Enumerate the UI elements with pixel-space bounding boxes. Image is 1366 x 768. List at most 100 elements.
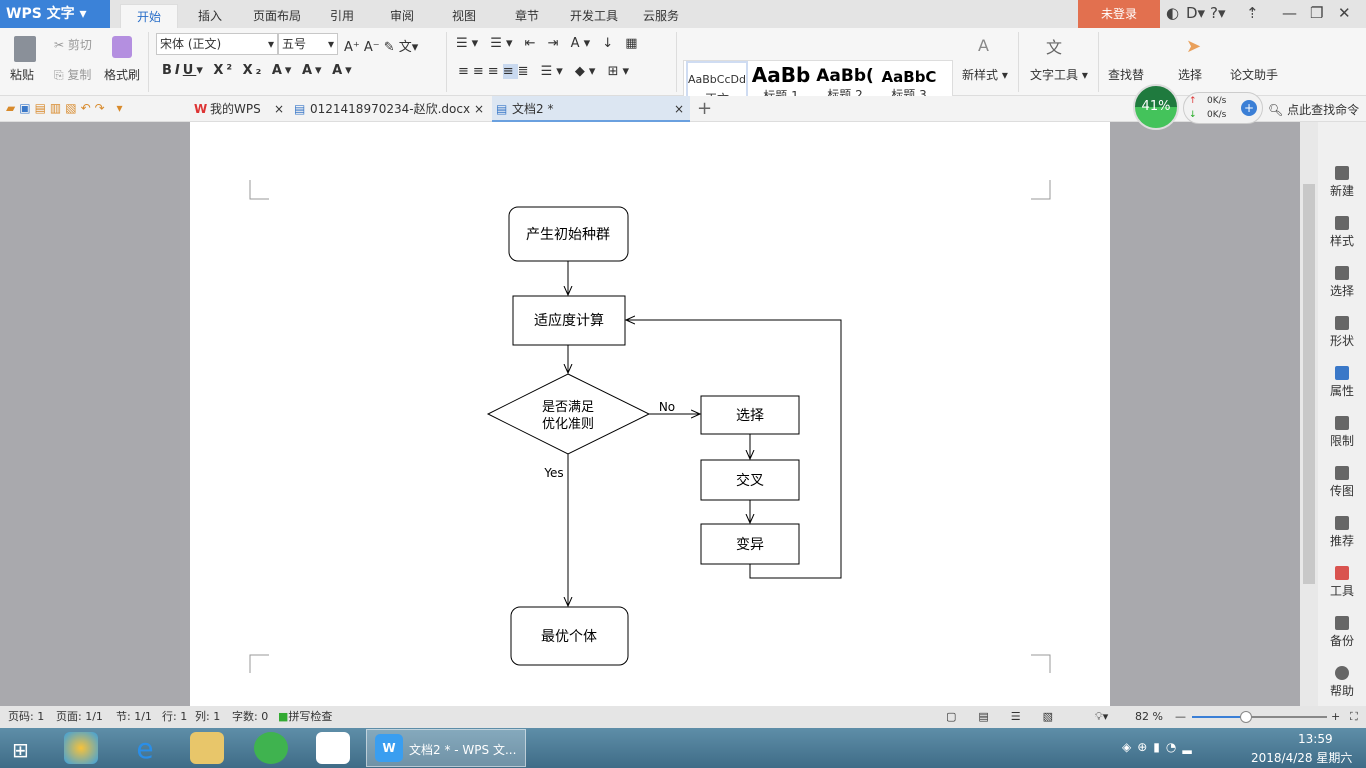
scrollbar-thumb[interactable]	[1303, 184, 1315, 584]
list-buttons[interactable]: ☰▾ ☰▾ ⇤ ⇥ A▾ ↓ ▦	[456, 36, 642, 51]
section-indicator: 节: 1/1	[116, 710, 152, 723]
mutation-label: 变异	[736, 537, 764, 553]
word-count[interactable]: 字数: 0	[232, 710, 269, 723]
paste-button[interactable]: 粘贴	[10, 68, 35, 82]
doc-tab-docx[interactable]: ▤0121418970234-赵欣.docx×	[294, 102, 484, 116]
fitness-node[interactable]	[512, 295, 626, 346]
format-painter-button[interactable]: 格式刷	[104, 68, 141, 82]
command-search[interactable]: 🔍︎ 点此查找命令	[1268, 103, 1360, 117]
sidebar-item-shape[interactable]: 形状	[1318, 308, 1366, 358]
baidu-netdisk-icon[interactable]	[316, 732, 350, 764]
right-sidebar: 新建 样式 选择 形状 属性 限制 传图 推荐 工具 备份 帮助	[1318, 122, 1366, 706]
focus-mode-icon[interactable]: 💡︎▾	[1095, 710, 1109, 723]
status-bar: 页码: 1 页面: 1/1 节: 1/1 行: 1 列: 1 字数: 0 ■拼写…	[0, 706, 1366, 728]
sidebar-item-new[interactable]: 新建	[1318, 158, 1366, 208]
help-icon[interactable]: ?▾	[1210, 4, 1226, 22]
sidebar-label: 限制	[1329, 434, 1354, 448]
doc-tab-active[interactable]: ▤文档2 *×	[492, 96, 690, 122]
tab-view[interactable]: 视图	[451, 9, 476, 23]
font-format-buttons[interactable]: BIU▾ X² X₂ A▾ A▾ A▾	[162, 63, 355, 78]
select-button[interactable]: 选择	[1178, 68, 1203, 82]
login-button[interactable]: 未登录	[1078, 0, 1160, 28]
restore-button[interactable]: ❐	[1310, 4, 1324, 22]
taskbar-app-icon[interactable]	[64, 732, 98, 764]
zoom-slider[interactable]	[1192, 711, 1327, 723]
sidebar-label: 推荐	[1329, 534, 1354, 548]
start-button[interactable]: ⊞	[12, 738, 29, 762]
fitness-label: 适应度计算	[534, 312, 604, 329]
end-node[interactable]	[510, 606, 629, 666]
wps-icon: W	[375, 734, 403, 762]
crossover-node[interactable]	[700, 459, 800, 501]
zoom-level: 82 %	[1135, 710, 1163, 723]
tab-cloud[interactable]: 云服务	[642, 9, 679, 23]
fullscreen-button[interactable]: ⛶	[1350, 710, 1358, 723]
sidebar-item-style[interactable]: 样式	[1318, 208, 1366, 258]
new-tab-button[interactable]: +	[697, 98, 713, 119]
taskbar: ⊞ e W 文档2 * - WPS 文... ◈⊕▮◔▂ 13:59 2018/…	[0, 728, 1366, 768]
skin-icon[interactable]: ◐	[1166, 4, 1180, 22]
sidebar-item-select[interactable]: 选择	[1318, 258, 1366, 308]
copy-label: 复制	[67, 68, 92, 82]
view-mode-buttons[interactable]: ▢▤☰▧	[946, 710, 1076, 723]
command-search-label: 点此查找命令	[1287, 103, 1360, 117]
upload-icon[interactable]: ⇡	[1246, 4, 1259, 22]
mutation-node[interactable]	[700, 523, 800, 565]
sidebar-label: 样式	[1329, 234, 1354, 248]
tab-label: 我的WPS	[210, 102, 261, 116]
vertical-scrollbar[interactable]	[1300, 122, 1318, 706]
network-monitor-widget[interactable]: 41% ↑ 0K/s ↓ 0K/s +	[1133, 84, 1263, 132]
browser-icon[interactable]	[254, 732, 288, 764]
boost-icon[interactable]: +	[1241, 100, 1257, 116]
sidebar-item-upload-image[interactable]: 传图	[1318, 458, 1366, 508]
sidebar-item-restrict[interactable]: 限制	[1318, 408, 1366, 458]
text-tools-button[interactable]: 文字工具 ▾	[1030, 68, 1088, 82]
decision-label-line1: 是否满足	[542, 400, 594, 415]
upload-speed: 0K/s	[1207, 96, 1227, 106]
sidebar-item-recommend[interactable]: 推荐	[1318, 508, 1366, 558]
taskbar-wps-window[interactable]: W 文档2 * - WPS 文...	[366, 729, 526, 767]
clock-time[interactable]: 13:59	[1298, 732, 1333, 746]
tab-insert[interactable]: 插入	[197, 9, 222, 23]
explorer-icon[interactable]	[190, 732, 224, 764]
sidebar-item-help[interactable]: 帮助	[1318, 658, 1366, 708]
sidebar-item-tools[interactable]: 工具	[1318, 558, 1366, 608]
find-replace-button[interactable]: 查找替	[1108, 68, 1145, 82]
tab-layout[interactable]: 页面布局	[252, 9, 301, 23]
ie-icon[interactable]: e	[136, 732, 154, 765]
tab-home[interactable]: 开始	[120, 4, 178, 28]
new-style-icon: A	[978, 36, 989, 55]
style-preview: AaBbC	[881, 68, 937, 86]
spell-check-button[interactable]: ■拼写检查	[278, 710, 333, 723]
copy-button[interactable]: ⎘ 复制	[54, 68, 92, 82]
font-select[interactable]: 宋体 (正文)▾	[156, 33, 278, 55]
theme-icon[interactable]: D▾	[1186, 4, 1206, 22]
app-menu-button[interactable]: WPS 文字 ▾	[0, 0, 110, 28]
tab-references[interactable]: 引用	[329, 9, 354, 23]
format-painter-icon	[112, 36, 132, 58]
style-preview: AaBbCcDd	[688, 73, 746, 86]
font-size-select[interactable]: 五号▾	[278, 33, 338, 55]
tab-developer[interactable]: 开发工具	[569, 9, 618, 23]
text-tools-label: 文字工具	[1030, 68, 1079, 82]
align-buttons[interactable]: ≡≡≡≡≣ ☰▾ ◆▾ ⊞▾	[458, 64, 634, 79]
quick-access-toolbar[interactable]: ▰▣▤▥▧↶↷ ▾	[6, 101, 127, 115]
zoom-out-button[interactable]: —	[1175, 710, 1186, 723]
tab-review[interactable]: 审阅	[389, 9, 414, 23]
cut-button[interactable]: ✂ 剪切	[54, 38, 92, 52]
zoom-in-button[interactable]: +	[1331, 710, 1341, 723]
sidebar-item-backup[interactable]: 备份	[1318, 608, 1366, 658]
new-style-button[interactable]: 新样式 ▾	[962, 68, 1008, 82]
font-size-buttons[interactable]: A⁺ A⁻ ✎ 文▾	[344, 40, 419, 55]
sidebar-item-properties[interactable]: 属性	[1318, 358, 1366, 408]
close-button[interactable]: ✕	[1338, 4, 1351, 22]
upload-arrow-icon: ↑	[1189, 96, 1197, 106]
minimize-button[interactable]: —	[1282, 4, 1297, 22]
clock-date[interactable]: 2018/4/28 星期六	[1251, 751, 1353, 765]
thesis-assistant-button[interactable]: 论文助手	[1230, 68, 1279, 82]
tray-icons[interactable]: ◈⊕▮◔▂	[1122, 740, 1198, 754]
select-node[interactable]	[700, 395, 800, 435]
zoom-slider-handle[interactable]	[1240, 711, 1252, 723]
tab-chapter[interactable]: 章节	[514, 9, 539, 23]
